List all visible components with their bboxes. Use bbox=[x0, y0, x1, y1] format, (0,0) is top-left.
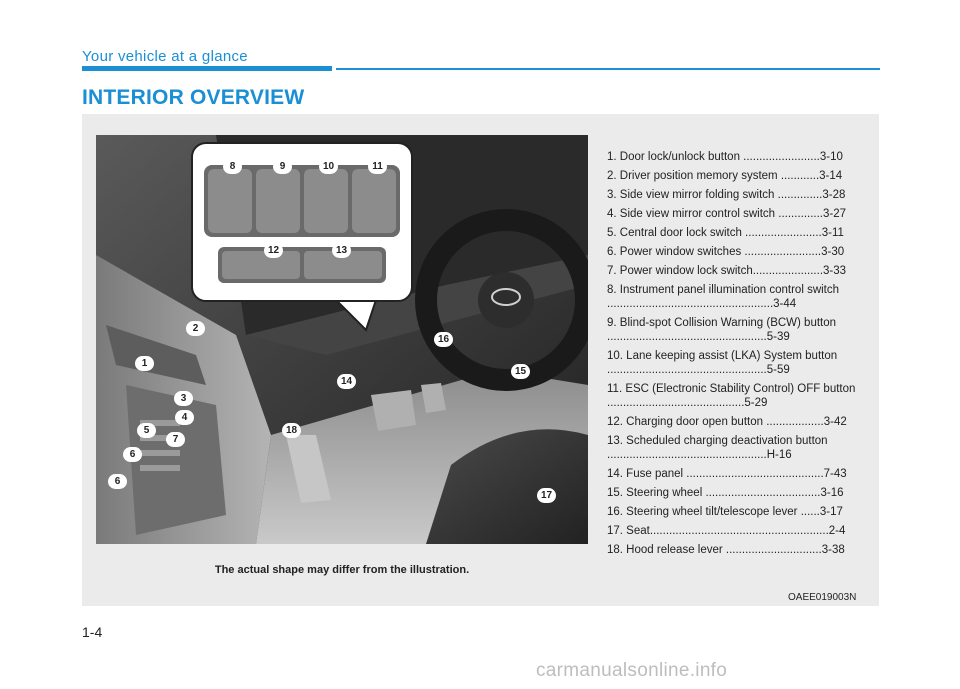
legend-item: 11. ESC (Electronic Stability Control) O… bbox=[607, 383, 856, 409]
legend-item: 17. Seat................................… bbox=[607, 525, 846, 537]
legend-item: 9. Blind-spot Collision Warning (BCW) bu… bbox=[607, 317, 837, 343]
legend-item: 8. Instrument panel illumination control… bbox=[607, 284, 840, 310]
page-title: INTERIOR OVERVIEW bbox=[82, 86, 305, 109]
legend-item: 15. Steering wheel .....................… bbox=[607, 487, 844, 499]
callout-13: 13 bbox=[332, 240, 351, 258]
legend-item: 7. Power window lock switch.............… bbox=[607, 265, 847, 277]
callout-15: 15 bbox=[511, 361, 530, 379]
legend-item: 10. Lane keeping assist (LKA) System but… bbox=[607, 350, 838, 376]
section-header: Your vehicle at a glance bbox=[82, 48, 248, 65]
callout-18: 18 bbox=[282, 420, 301, 438]
legend-item: 16. Steering wheel tilt/telescope lever … bbox=[607, 506, 843, 518]
legend-item: 18. Hood release lever .................… bbox=[607, 544, 845, 556]
legend-item: 3. Side view mirror folding switch .....… bbox=[607, 189, 846, 201]
legend-item: 5. Central door lock switch ............… bbox=[607, 227, 844, 239]
legend-item: 6. Power window switches ...............… bbox=[607, 246, 845, 258]
callout-6b: 6 bbox=[108, 471, 127, 489]
callout-16: 16 bbox=[434, 329, 453, 347]
component-legend: 1. Door lock/unlock button .............… bbox=[607, 150, 869, 562]
callout-10: 10 bbox=[319, 156, 338, 174]
interior-illustration: 1 2 3 4 5 6 6 7 8 9 10 11 12 13 14 15 16… bbox=[96, 135, 588, 544]
callout-8: 8 bbox=[223, 156, 242, 174]
callout-14: 14 bbox=[337, 371, 356, 389]
legend-item: 4. Side view mirror control switch .....… bbox=[607, 208, 847, 220]
callout-6a: 6 bbox=[123, 444, 142, 462]
callout-1: 1 bbox=[135, 353, 154, 371]
callout-17: 17 bbox=[537, 485, 556, 503]
figure-code: OAEE019003N bbox=[788, 592, 857, 603]
legend-item: 2. Driver position memory system .......… bbox=[607, 170, 843, 182]
legend-item: 1. Door lock/unlock button .............… bbox=[607, 151, 843, 163]
callout-7: 7 bbox=[166, 429, 185, 447]
figure-caption: The actual shape may differ from the ill… bbox=[214, 564, 470, 576]
callout-11: 11 bbox=[368, 156, 387, 174]
watermark: carmanualsonline.info bbox=[536, 660, 728, 681]
legend-item: 12. Charging door open button ..........… bbox=[607, 416, 847, 428]
callout-4: 4 bbox=[175, 407, 194, 425]
callout-2: 2 bbox=[186, 318, 205, 336]
legend-item: 13. Scheduled charging deactivation butt… bbox=[607, 435, 828, 461]
page-number: 1-4 bbox=[82, 624, 103, 640]
section-header-rule bbox=[336, 68, 880, 70]
section-header-bar bbox=[82, 66, 332, 71]
callout-5: 5 bbox=[137, 420, 156, 438]
callout-12: 12 bbox=[264, 240, 283, 258]
legend-item: 14. Fuse panel .........................… bbox=[607, 468, 847, 480]
callout-9: 9 bbox=[273, 156, 292, 174]
callout-3: 3 bbox=[174, 388, 193, 406]
